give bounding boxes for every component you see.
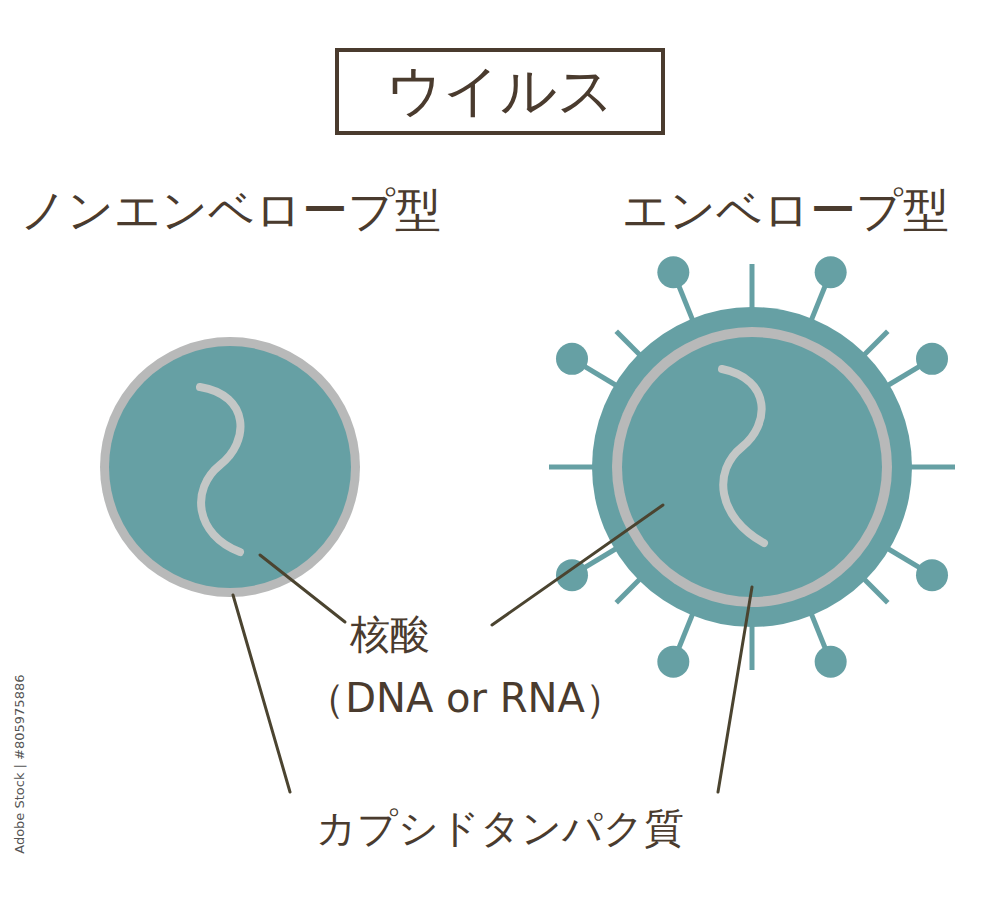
capsid-ring xyxy=(612,327,892,607)
spike-head xyxy=(657,256,689,288)
leader-line xyxy=(233,595,290,792)
part-label: カプシドタンパク質 xyxy=(240,806,760,850)
non-enveloped-virus: ノンエンベロープ型 xyxy=(100,337,360,597)
spike-head xyxy=(556,343,588,375)
nucleic-acid-strand xyxy=(200,387,240,552)
part-label: （DNA or RNA） xyxy=(290,676,640,720)
title-box: ウイルス xyxy=(335,48,665,135)
capsid-ring xyxy=(100,337,360,597)
spike-head xyxy=(916,343,948,375)
virus-shape xyxy=(100,337,360,597)
spike-head xyxy=(657,646,689,678)
spike-head xyxy=(815,646,847,678)
title-text: ウイルス xyxy=(386,54,614,130)
virus-shape xyxy=(592,307,912,627)
envelope xyxy=(592,307,912,627)
type-heading: ノンエンベロープ型 xyxy=(0,185,500,236)
type-heading: エンベロープ型 xyxy=(535,185,1000,236)
enveloped-virus: エンベロープ型 xyxy=(592,307,912,627)
virus-interior xyxy=(109,346,351,588)
virus-interior xyxy=(622,337,882,597)
spike-head xyxy=(815,256,847,288)
nucleic-acid-strand xyxy=(722,369,764,543)
spike-head xyxy=(916,559,948,591)
spike-head xyxy=(556,559,588,591)
watermark: Adobe Stock | #805975886 xyxy=(13,652,27,876)
spike-group xyxy=(549,256,955,677)
part-label: 核酸 xyxy=(290,612,490,656)
